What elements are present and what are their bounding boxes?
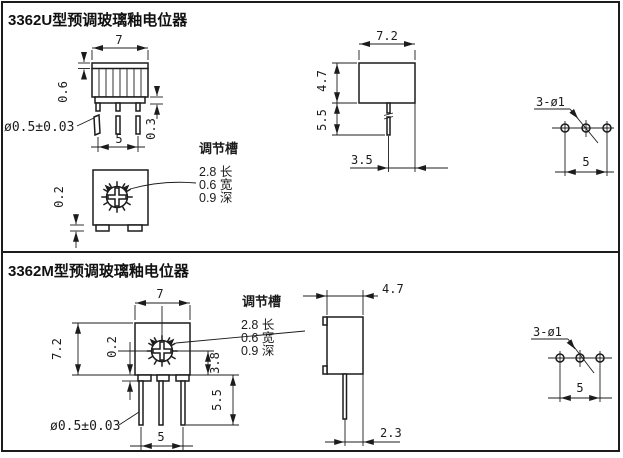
m-side-view: 4.7 2.3: [303, 282, 404, 446]
u-holes-label: 3-ø1: [536, 95, 565, 109]
m-lead-right: [180, 380, 186, 426]
u-slot-length: 2.8 长: [199, 165, 233, 179]
u-dim-pin-pitch: 5: [115, 132, 122, 146]
u-side-view: 7.2 4.7 5.5 3.5: [315, 29, 448, 172]
u-section-title: 3362U型预调玻璃釉电位器: [8, 11, 188, 29]
u-front-view: 7 0.6 ø0.5±0.03: [4, 33, 163, 152]
m-lead-middle: [158, 380, 164, 426]
m-dim-pin-pitch: 5: [157, 430, 164, 444]
m-mounting-holes: 3-ø1 5: [531, 325, 612, 402]
u-lead-left: [93, 113, 101, 137]
u-dim-body-height: 4.7: [315, 70, 329, 92]
m-side-body: [326, 316, 364, 375]
u-dim-front-width: 7: [115, 33, 122, 47]
m-dim-lead-length: 5.5: [210, 389, 224, 411]
m-dim-pin-offset: 2.3: [380, 426, 402, 440]
m-slot-title: 调节槽: [242, 294, 281, 309]
u-dim-foot-height: 0.2: [52, 186, 66, 208]
u-dim-cap-height: 0.6: [56, 81, 70, 103]
u-section: 3362U型预调玻璃釉电位器 7: [4, 11, 614, 248]
u-adjust-slot-note: 调节槽 2.8 长 0.6 宽 0.9 深: [199, 141, 238, 205]
u-mounting-holes: 3-ø1 5: [534, 95, 614, 176]
m-holes-label: 3-ø1: [533, 325, 562, 339]
u-dim-pin-offset: 3.5: [351, 153, 373, 167]
m-dim-rotor-to-bottom: 3.8: [208, 352, 222, 374]
m-dim-foot-height: 0.2: [105, 336, 119, 358]
u-dim-holes-pitch: 5: [582, 155, 589, 169]
u-lead-middle: [115, 115, 121, 135]
m-lead-left: [138, 380, 144, 426]
m-dim-side-depth: 4.7: [382, 282, 404, 296]
m-section-title: 3362M型预调玻璃釉电位器: [8, 262, 190, 280]
m-slot-width: 0.6 宽: [241, 330, 274, 345]
m-front-view: 7 7.2 0.2: [50, 287, 239, 450]
u-slot-depth: 0.9 深: [199, 191, 232, 205]
m-dim-holes-pitch: 5: [576, 381, 583, 395]
m-section: 3362M型预调玻璃釉电位器 7 7.2: [8, 262, 612, 450]
u-side-body: [358, 62, 416, 104]
u-slot-width: 0.6 宽: [199, 177, 232, 192]
u-lead-right: [135, 115, 141, 135]
u-dim-standoff: 0.3: [144, 118, 158, 140]
m-adjust-slot-note: 调节槽 2.8 长 0.6 宽 0.9 深: [175, 294, 306, 358]
u-slot-title: 调节槽: [199, 141, 238, 156]
m-slot-depth: 0.9 深: [241, 344, 274, 358]
m-dim-body-height: 7.2: [50, 338, 64, 360]
u-dim-lead-length: 5.5: [315, 109, 329, 131]
u-top-view: 0.2: [52, 169, 197, 248]
m-side-pin: [342, 373, 348, 420]
u-lead-dia-label: ø0.5±0.03: [4, 120, 74, 135]
m-lead-dia-label: ø0.5±0.03: [50, 419, 120, 434]
u-dim-side-width: 7.2: [376, 29, 398, 43]
m-dim-front-width: 7: [156, 287, 163, 301]
page-border: [1, 1, 620, 452]
u-base: [94, 96, 146, 104]
m-slot-length: 2.8 长: [241, 318, 275, 332]
